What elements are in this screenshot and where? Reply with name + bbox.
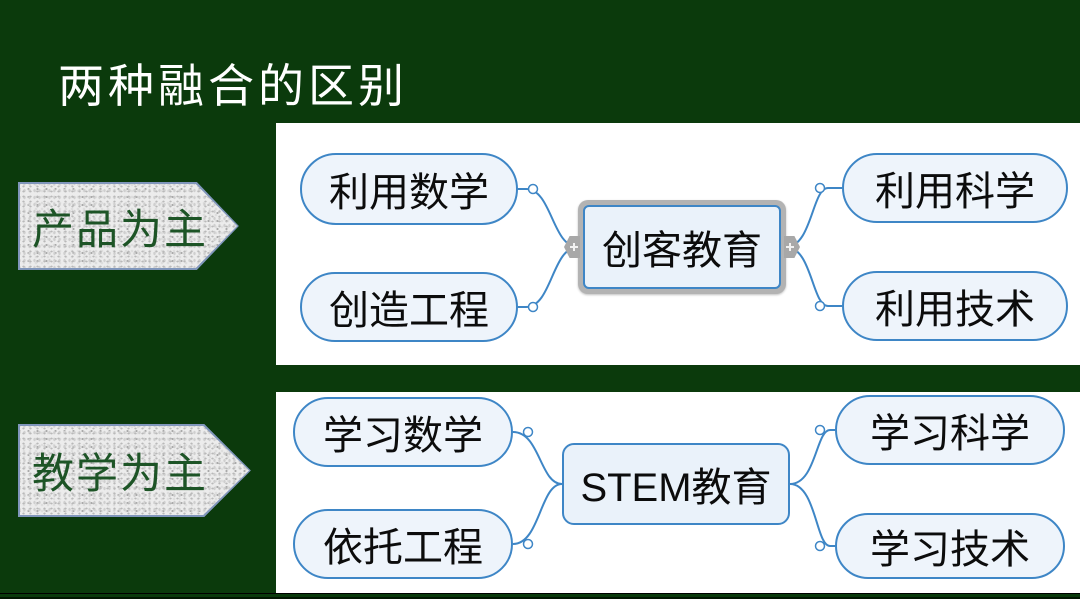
topic-use-technology: 利用技术 bbox=[842, 271, 1068, 341]
topic-learn-science: 学习科学 bbox=[835, 395, 1065, 465]
label-arrow-product-oriented: 产品为主 bbox=[18, 182, 239, 270]
collapse-handle-left-icon bbox=[564, 236, 580, 258]
slide-bottom-edge bbox=[0, 593, 1080, 599]
stem-mindmap-panel: 学习数学 依托工程 STEM教育 学习科学 学习技术 bbox=[276, 392, 1080, 594]
arrow-label: 教学为主 bbox=[32, 450, 209, 497]
plus-icon bbox=[573, 243, 575, 251]
topic-rely-on-engineering: 依托工程 bbox=[293, 509, 513, 579]
joint-dot bbox=[814, 540, 826, 552]
arrow-fill: 产品为主 bbox=[20, 184, 237, 268]
central-topic-stem-education: STEM教育 bbox=[562, 443, 790, 525]
joint-dot bbox=[814, 182, 826, 194]
connector-lines bbox=[518, 182, 842, 313]
joint-dot bbox=[527, 183, 539, 195]
joint-dot bbox=[814, 300, 826, 312]
topic-learn-math: 学习数学 bbox=[293, 397, 513, 467]
collapse-handle-right-icon bbox=[784, 236, 800, 258]
page-title: 两种融合的区别 bbox=[58, 60, 408, 112]
topic-use-math: 利用数学 bbox=[300, 153, 518, 225]
topic-create-engineering: 创造工程 bbox=[300, 272, 518, 342]
plus-icon bbox=[789, 243, 791, 251]
connector-lines bbox=[512, 424, 835, 552]
joint-dot bbox=[522, 538, 534, 550]
joint-dot bbox=[527, 301, 539, 313]
label-arrow-teaching-oriented: 教学为主 bbox=[18, 424, 251, 517]
topic-learn-technology: 学习技术 bbox=[835, 513, 1065, 579]
joint-dot bbox=[814, 424, 826, 436]
arrow-fill: 教学为主 bbox=[20, 426, 249, 515]
topic-use-science: 利用科学 bbox=[842, 153, 1068, 223]
central-topic-maker-education: 创客教育 bbox=[578, 200, 786, 294]
maker-mindmap-panel: 利用数学 创造工程 创客教育 利用科学 利用技术 bbox=[276, 123, 1080, 365]
joint-dot bbox=[522, 426, 534, 438]
arrow-label: 产品为主 bbox=[32, 205, 209, 253]
central-topic-text: 创客教育 bbox=[583, 205, 781, 289]
